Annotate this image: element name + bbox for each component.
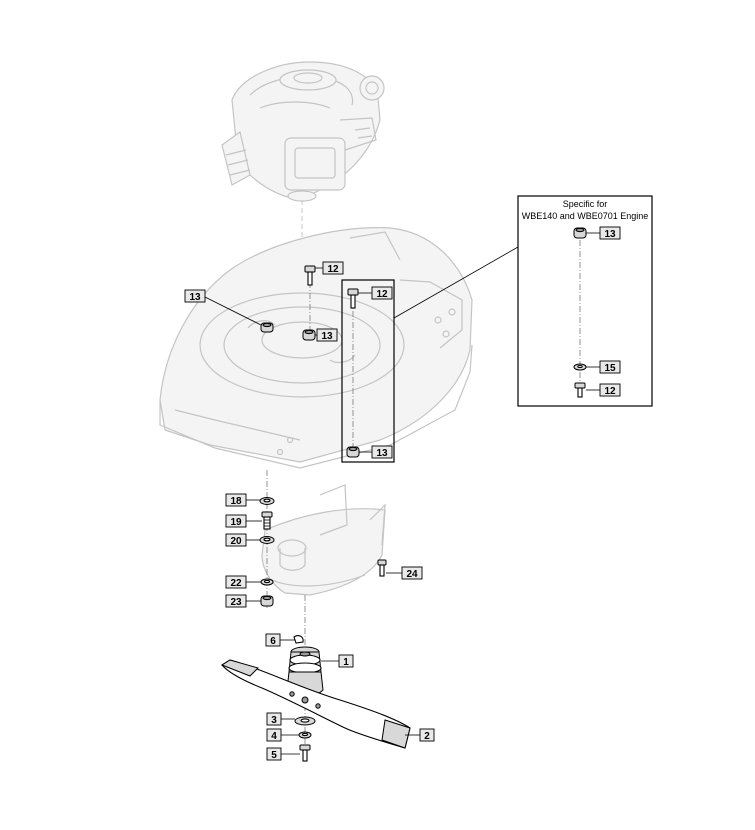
bolt-12-inset [574,382,586,398]
nut-13-left [260,322,274,333]
svg-text:15: 15 [604,363,616,374]
inset-title-line2: WBE140 and WBE0701 Engine [522,211,649,221]
svg-text:2: 2 [424,731,430,742]
nut-23 [260,595,274,607]
callout-4: 4 [266,728,282,742]
nut-13-deck [302,329,316,341]
svg-text:6: 6 [270,636,276,647]
callout-24: 24 [401,566,423,580]
callout-23: 23 [225,594,247,608]
callout-20: 20 [225,533,247,547]
svg-text:18: 18 [230,496,242,507]
callout-3: 3 [266,712,282,726]
key-6 [293,635,304,644]
svg-text:13: 13 [604,229,616,240]
svg-text:1: 1 [343,657,349,668]
svg-text:22: 22 [230,578,242,589]
svg-text:20: 20 [230,536,242,547]
engine-specific-inset [517,195,653,407]
inset-title-line1: Specific for [563,199,608,209]
mower-deck-illustration [159,227,473,469]
svg-text:24: 24 [406,569,418,580]
bolt-12-deck [304,265,316,286]
callout-leaders [204,232,600,755]
washer-15-inset [573,363,587,371]
screw-24 [377,559,387,577]
boxed-fastener-group [341,279,395,463]
callout-13-inset: 13 [599,226,621,240]
washer-18 [259,497,275,505]
bolt-12-box [347,288,359,309]
callout-15-inset: 15 [599,360,621,374]
washer-4 [298,731,312,739]
stud-19 [261,511,273,530]
inset-connector-line [393,246,519,319]
blade-washer-3 [294,716,316,726]
svg-text:19: 19 [230,517,242,528]
svg-text:13: 13 [321,331,333,342]
nut-13-box [346,446,360,458]
callout-19: 19 [225,514,247,528]
svg-text:5: 5 [271,750,277,761]
callout-12-deck: 12 [322,261,344,275]
svg-text:12: 12 [327,264,339,275]
callout-22: 22 [225,575,247,589]
washer-20 [259,536,275,544]
callout-13-box: 13 [371,445,393,459]
washer-22 [260,578,274,586]
callout-12-box: 12 [371,286,393,300]
svg-text:23: 23 [230,597,242,608]
callout-13-left: 13 [184,289,206,303]
svg-text:3: 3 [271,715,277,726]
callout-13-deck: 13 [316,328,338,342]
svg-text:12: 12 [604,386,616,397]
svg-text:4: 4 [271,731,277,742]
callout-2: 2 [419,728,435,742]
cutting-blade-2 [220,659,411,749]
svg-text:13: 13 [189,292,201,303]
callout-12-inset: 12 [599,383,621,397]
callout-1: 1 [338,654,354,668]
callout-18: 18 [225,493,247,507]
grass-deflector-illustration [261,484,386,596]
svg-text:13: 13 [376,448,388,459]
blade-bolt-5 [299,744,311,762]
svg-text:12: 12 [376,289,388,300]
nut-13-inset [573,227,587,239]
engine-illustration [221,61,385,202]
callout-5: 5 [266,747,282,761]
callout-6: 6 [265,633,281,647]
